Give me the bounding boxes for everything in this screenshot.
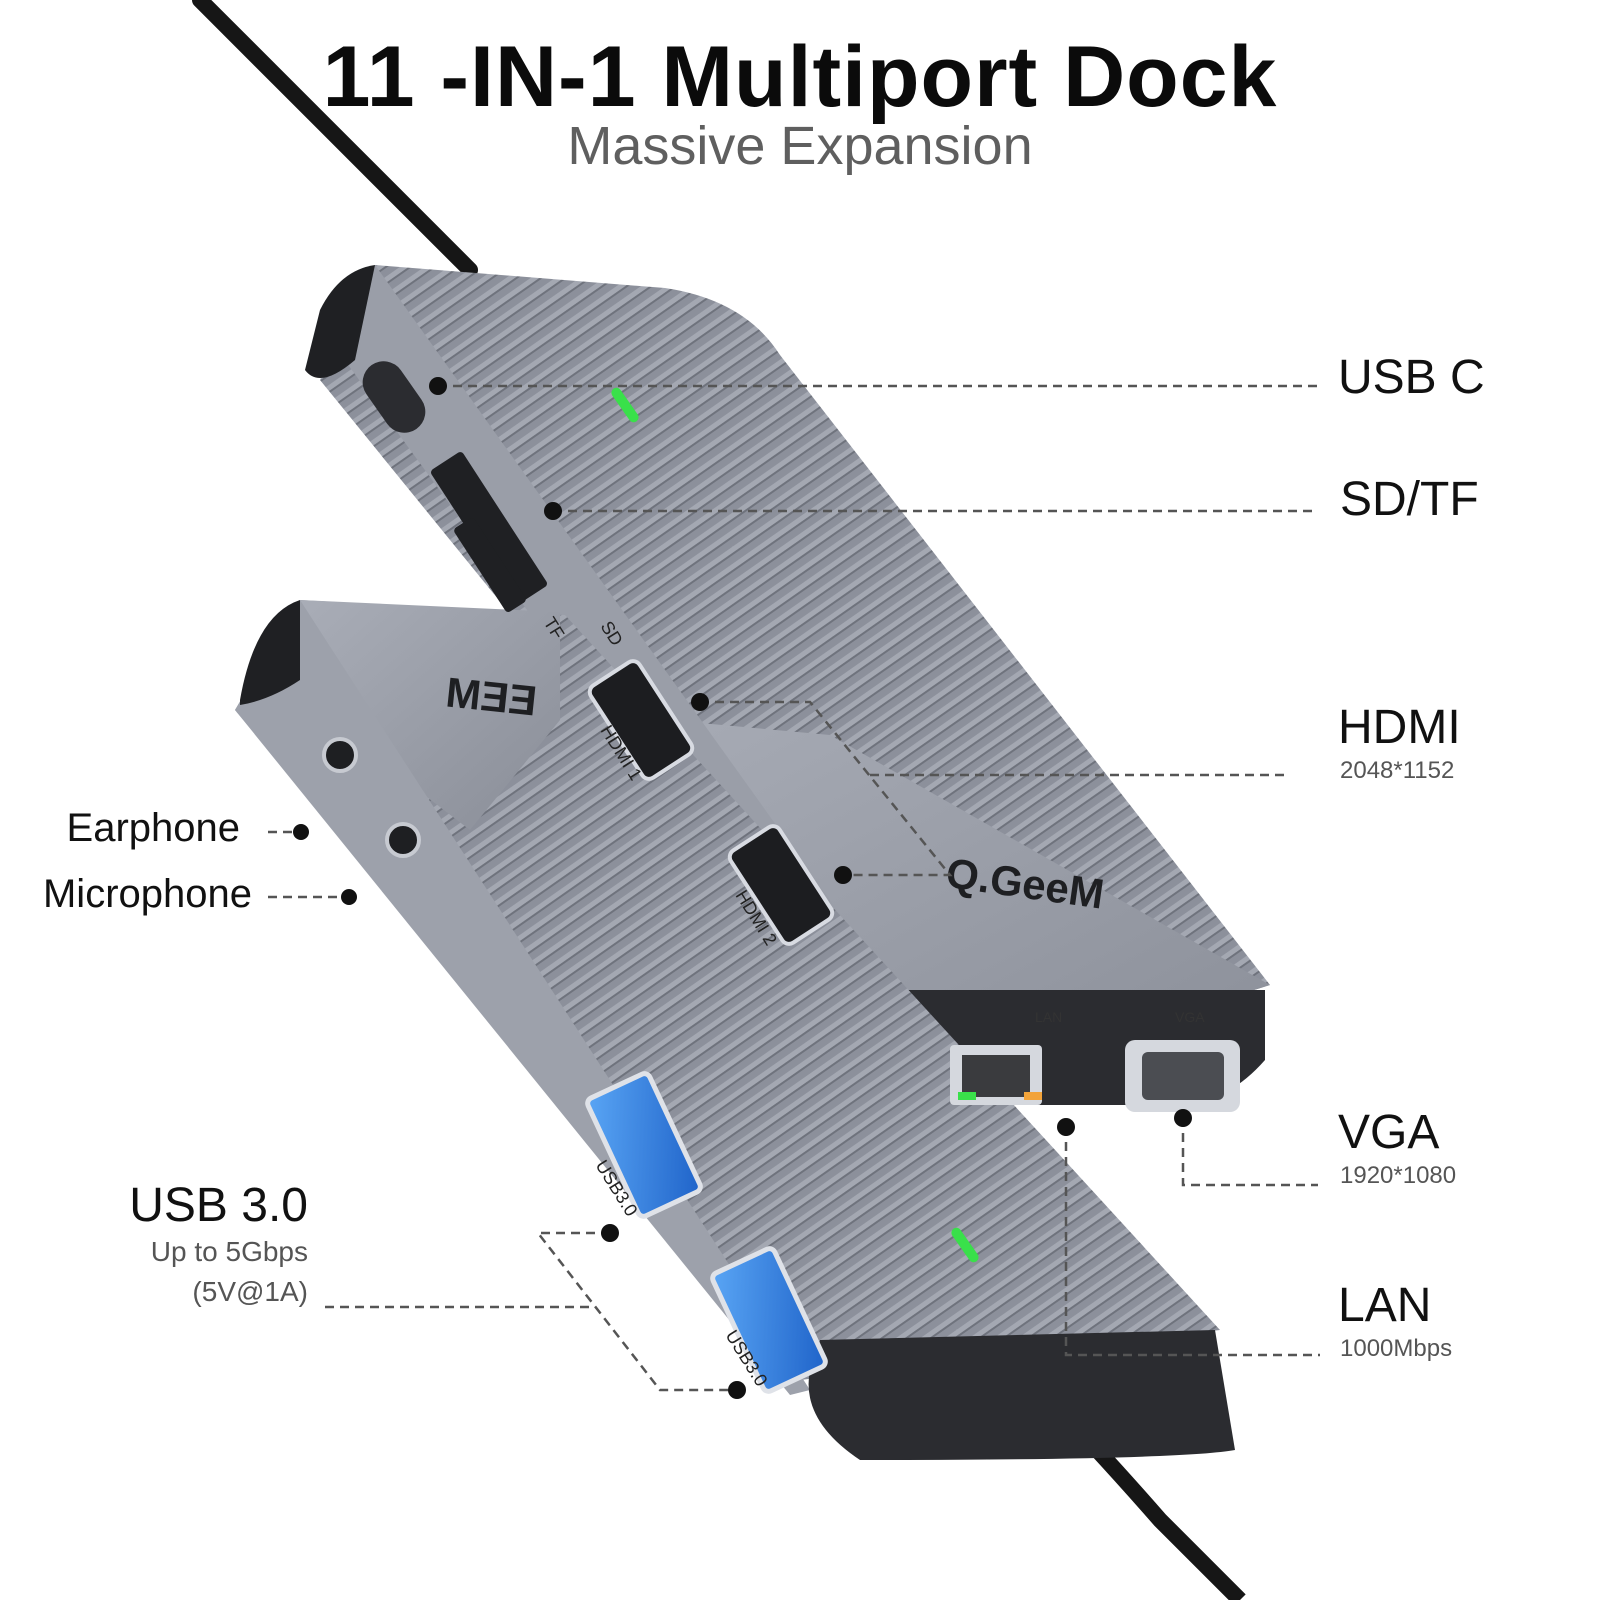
- lan-led-green: [958, 1092, 976, 1100]
- dot-hdmi2: [834, 866, 852, 884]
- usb-c-port: [362, 361, 426, 433]
- lan-label: LAN: [1035, 1009, 1062, 1025]
- callout-usb-c-label: USB C: [1338, 351, 1485, 404]
- usb3-port-1: [585, 1071, 703, 1219]
- hdmi1-port: [587, 659, 695, 781]
- callout-lan-label: LAN: [1338, 1279, 1432, 1332]
- lower-dock-dark-corner: [240, 600, 300, 705]
- callout-lines: [268, 384, 1320, 1392]
- callout-line-lan: [1064, 1127, 1320, 1357]
- dot-microphone: [341, 889, 357, 905]
- callout-line-usb3: [325, 1231, 737, 1392]
- callout-sd-tf-label: SD/TF: [1340, 473, 1479, 526]
- led-lower: [951, 1227, 979, 1263]
- callout-usb3-detail-power: (5V@1A): [192, 1276, 308, 1307]
- upper-dock-dark-corner: [305, 265, 375, 378]
- callout-microphone-label: Microphone: [42, 872, 252, 916]
- callout-usb3-detail-speed: Up to 5Gbps: [150, 1236, 308, 1267]
- dot-usb-c: [429, 377, 447, 395]
- dot-earphone: [293, 824, 309, 840]
- led-upper: [611, 387, 639, 423]
- dot-sd-tf: [544, 502, 562, 520]
- page-title: 11 -IN-1 Multiport Dock: [322, 29, 1278, 125]
- callout-dots: [293, 377, 1192, 1399]
- dot-lan: [1057, 1118, 1075, 1136]
- vga-label: VGA: [1175, 1009, 1205, 1025]
- tf-slot: [454, 518, 526, 612]
- mirrored-logo-text: MƎƎ: [444, 668, 539, 724]
- lower-dock-panel: [300, 600, 560, 830]
- page-subtitle: Massive Expansion: [567, 116, 1033, 176]
- lan-led-orange: [1024, 1092, 1042, 1100]
- earphone-jack: [322, 737, 358, 773]
- usb3-port-2: [710, 1246, 828, 1394]
- dot-usb3-1: [601, 1224, 619, 1242]
- hdmi2-port: [727, 824, 835, 946]
- dot-hdmi1: [691, 693, 709, 711]
- callout-earphone-label: Earphone: [66, 806, 240, 850]
- callout-line-hdmi: [700, 700, 1290, 877]
- sd-slot: [431, 452, 547, 604]
- callout-vga-detail: 1920*1080: [1340, 1162, 1457, 1189]
- callout-hdmi-detail: 2048*1152: [1340, 757, 1455, 784]
- callout-usb3-label: USB 3.0: [129, 1179, 308, 1232]
- dot-vga: [1174, 1109, 1192, 1127]
- microphone-jack: [385, 822, 421, 858]
- lower-dock-endcap: [808, 1330, 1235, 1460]
- dot-usb3-2: [728, 1381, 746, 1399]
- callout-vga-label: VGA: [1338, 1106, 1440, 1159]
- callout-lan-detail: 1000Mbps: [1340, 1335, 1453, 1362]
- callout-line-vga: [1181, 1118, 1318, 1187]
- top-cable: [192, 0, 478, 278]
- callout-hdmi-label: HDMI: [1338, 701, 1461, 754]
